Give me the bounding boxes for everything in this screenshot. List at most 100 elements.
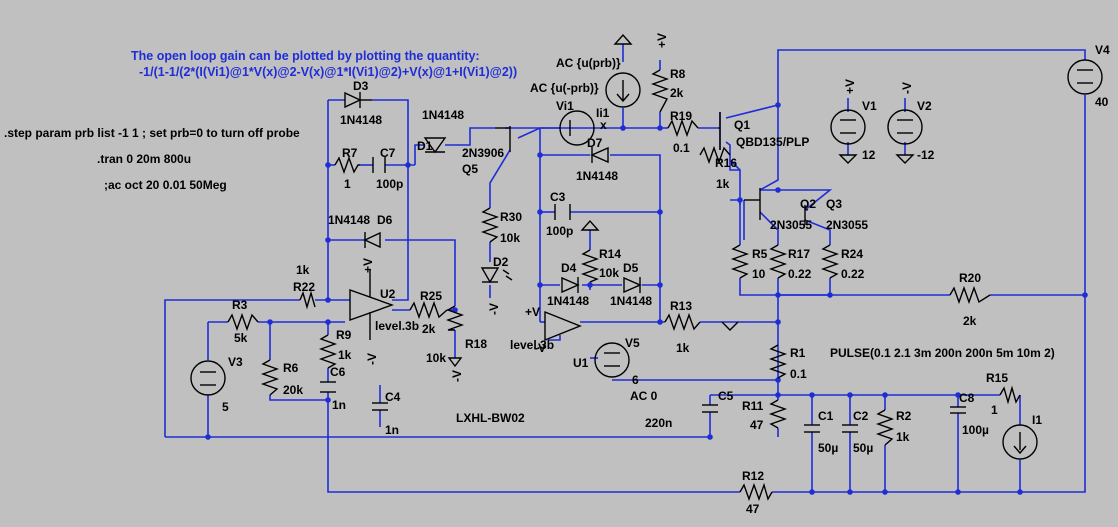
ii1-ref: Ii1	[596, 106, 610, 120]
r22-val: 1k	[296, 263, 310, 277]
r12-ref: R12	[742, 469, 764, 483]
q5-ref: Q5	[462, 162, 478, 176]
c5-ref: C5	[718, 389, 734, 403]
diode-d6	[363, 231, 381, 249]
resistor-r1	[768, 344, 788, 379]
v2-ref: V2	[917, 99, 932, 113]
resistor-r12	[739, 482, 773, 502]
ground-r14	[580, 219, 600, 231]
q3-ref: Q3	[826, 197, 842, 211]
c4-val: 1n	[385, 423, 399, 437]
v2-minus-v: -V	[900, 82, 914, 94]
u1-minus-v: -V	[534, 341, 546, 355]
r30-ref: R30	[500, 210, 522, 224]
c5-val: 220n	[645, 416, 672, 430]
pulse-spec: PULSE(0.1 2.1 3m 200n 200n 5m 10m 2)	[830, 346, 1055, 360]
v3-ref: V3	[228, 355, 243, 369]
resistor-r9	[318, 334, 338, 369]
opamp-u1	[544, 310, 582, 342]
resistor-r2	[875, 409, 895, 446]
net-x: x	[600, 118, 607, 132]
resistor-r5	[730, 244, 750, 279]
r9-val: 1k	[338, 348, 352, 362]
capacitor-c3	[554, 204, 571, 220]
diode-d4	[561, 276, 580, 294]
c2-val: 50µ	[853, 441, 873, 455]
v4-val: 40	[1095, 95, 1109, 109]
r20-ref: R20	[959, 271, 981, 285]
q1-ref: Q1	[734, 118, 750, 132]
d1-ref: D1	[417, 139, 433, 153]
labels: The open loop gain can be plotted by plo…	[4, 33, 1110, 516]
source-v5	[594, 342, 630, 378]
d4-val: 1N4148	[547, 294, 589, 308]
r13-ref: R13	[670, 299, 692, 313]
vi1-ref: Vi1	[556, 99, 574, 113]
d6-val: 1N4148	[328, 213, 370, 227]
c1-ref: C1	[818, 409, 834, 423]
q2-val: 2N3055	[770, 218, 812, 232]
r5-val: 10	[752, 267, 766, 281]
r17-val: 0.22	[788, 267, 812, 281]
u1-ref: U1	[573, 356, 589, 370]
v5-ac: AC 0	[630, 389, 658, 403]
resistor-r13-tail	[721, 321, 739, 331]
c6-ref: C6	[330, 365, 346, 379]
note-line2: -1/(1-1/(2*(I(Vi1)@1*V(x)@2-V(x)@1*I(Vi1…	[139, 65, 517, 79]
resistor-r11	[768, 399, 788, 429]
resistor-r6	[260, 359, 280, 396]
c8-ref: C8	[959, 391, 975, 405]
resistor-r17	[768, 244, 788, 279]
note-line1: The open loop gain can be plotted by plo…	[131, 49, 480, 63]
r3-ref: R3	[232, 298, 248, 312]
resistor-r13	[664, 312, 701, 332]
u2-plus-v: +V	[361, 258, 375, 273]
r15-val: 1	[991, 403, 998, 417]
r24-ref: R24	[841, 247, 863, 261]
c6-val: 1n	[332, 398, 346, 412]
v1-val: 12	[862, 148, 876, 162]
r7-ref: R7	[342, 146, 358, 160]
transistor-q1	[718, 112, 721, 150]
source-v4	[1067, 59, 1103, 95]
r13-val: 1k	[676, 341, 690, 355]
source-v2	[887, 109, 923, 145]
r1-ref: R1	[790, 346, 806, 360]
r8-plus-v: +V	[655, 33, 669, 48]
d7-val: 1N4148	[576, 169, 618, 183]
capacitor-c2	[842, 424, 858, 433]
r7-val: 1	[344, 177, 351, 191]
resistor-r7	[334, 155, 360, 175]
v4-ref: V4	[1095, 43, 1110, 57]
d5-val: 1N4148	[610, 294, 652, 308]
d3-val: 1N4148	[340, 113, 382, 127]
r6-ref: R6	[283, 361, 299, 375]
resistor-r20	[949, 285, 991, 305]
c3-val: 100p	[546, 224, 573, 238]
c4-ref: C4	[385, 390, 401, 404]
d3-ref: D3	[353, 79, 369, 93]
source-vi1	[559, 110, 595, 146]
v5-val: 6	[632, 373, 639, 387]
q3-val: 2N3055	[826, 218, 868, 232]
resistor-r25	[409, 300, 448, 320]
r22-ref: R22	[293, 280, 315, 294]
r25-ref: R25	[420, 289, 442, 303]
diode-d3	[344, 91, 372, 109]
r9-ref: R9	[336, 328, 352, 342]
diode-d7	[590, 146, 609, 164]
v1-plus-v: +V	[843, 79, 857, 94]
resistor-r18	[445, 305, 465, 331]
ii1-ac: AC {u(-prb)}	[530, 81, 599, 95]
q2-ref: Q2	[800, 197, 816, 211]
u1-plus-v: +V	[525, 305, 540, 319]
resistor-r22	[299, 290, 316, 310]
ac-directive: ;ac oct 20 0.01 50Meg	[104, 178, 227, 192]
d2-ref: D2	[493, 255, 509, 269]
resistor-r24	[820, 244, 840, 279]
r3-val: 5k	[234, 331, 248, 345]
transistor-q5	[495, 126, 511, 152]
r5-ref: R5	[752, 247, 768, 261]
capacitor-c6	[320, 381, 336, 393]
d5-ref: D5	[623, 261, 639, 275]
